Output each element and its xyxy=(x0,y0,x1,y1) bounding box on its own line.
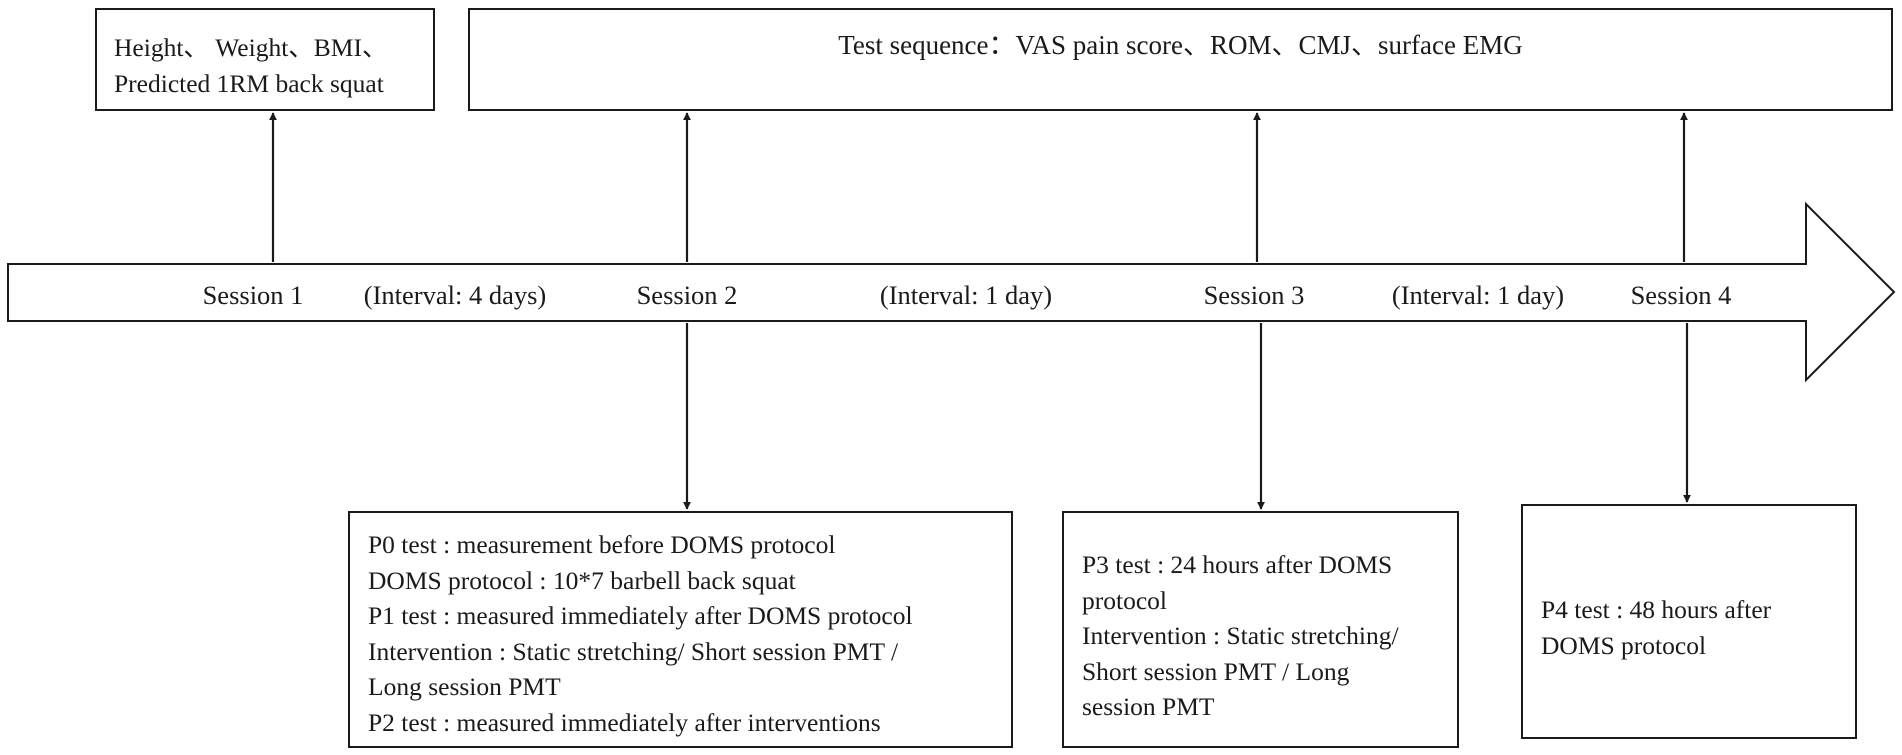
session2-line: Long session PMT xyxy=(368,672,561,701)
session4-detail-box: P4 test : 48 hours after DOMS protocol xyxy=(1521,504,1857,739)
session4-line: DOMS protocol xyxy=(1541,630,1707,660)
session-3-label: Session 3 xyxy=(1203,280,1305,310)
session3-line: Intervention : Static stretching/ xyxy=(1082,621,1399,650)
session3-line: session PMT xyxy=(1082,692,1215,721)
session2-line: P0 test : measurement before DOMS protoc… xyxy=(368,530,836,559)
baseline-line-1: Height、 Weight、BMI、 xyxy=(114,33,388,62)
session3-line: protocol xyxy=(1082,585,1167,615)
timeline-arrow xyxy=(7,201,1896,383)
session-2-label: Session 2 xyxy=(636,280,738,310)
session2-detail-box: P0 test : measurement before DOMS protoc… xyxy=(348,511,1013,748)
session2-line: DOMS protocol : 10*7 barbell back squat xyxy=(368,565,796,595)
session3-line: Short session PMT / Long xyxy=(1082,656,1350,686)
baseline-line-2: Predicted 1RM back squat xyxy=(114,68,384,98)
session3-detail-box: P3 test : 24 hours after DOMS protocol I… xyxy=(1062,511,1459,748)
test-sequence-box: Test sequence：VAS pain score、ROM、CMJ、sur… xyxy=(468,8,1893,111)
interval-1-label: (Interval: 4 days) xyxy=(363,280,547,310)
session2-line: Intervention : Static stretching/ Short … xyxy=(368,636,899,666)
session2-line: P1 test : measured immediately after DOM… xyxy=(368,601,913,630)
session-4-label: Session 4 xyxy=(1630,280,1732,310)
interval-3-label: (Interval: 1 day) xyxy=(1391,280,1565,310)
session4-line: P4 test : 48 hours after xyxy=(1541,595,1772,624)
session-1-label: Session 1 xyxy=(202,280,304,310)
baseline-measures-box: Height、 Weight、BMI、 Predicted 1RM back s… xyxy=(95,8,435,111)
test-sequence-text: Test sequence：VAS pain score、ROM、CMJ、sur… xyxy=(838,29,1523,60)
session3-line: P3 test : 24 hours after DOMS xyxy=(1082,550,1393,579)
interval-2-label: (Interval: 1 day) xyxy=(879,280,1053,310)
session2-line: P2 test : measured immediately after int… xyxy=(368,707,881,737)
